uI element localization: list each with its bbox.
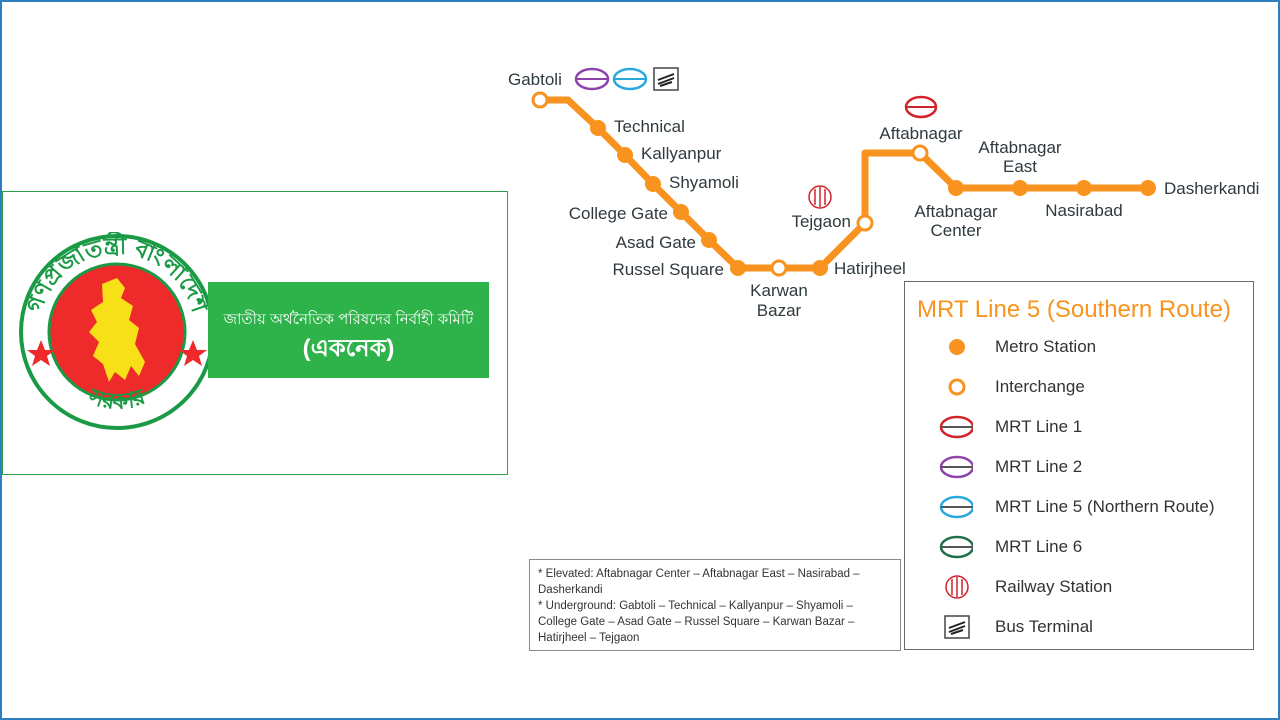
metro-station-icon <box>949 339 965 355</box>
mrt-line-6-icon <box>939 535 973 559</box>
station-kallyanpur[interactable] <box>617 147 633 163</box>
mrt-line-5-map: Gabtoli Technical Kallyanpur Shyamoli Co… <box>508 67 1259 320</box>
label-tejgaon: Tejgaon <box>791 212 851 231</box>
station-technical[interactable] <box>590 120 606 136</box>
mrt-line-1-icon <box>904 95 938 119</box>
mrt-line-5-north-icon <box>612 67 648 91</box>
station-aftabnagar-center[interactable] <box>948 180 964 196</box>
station-shyamoli[interactable] <box>645 176 661 192</box>
ecnec-title-band: জাতীয় অর্থনৈতিক পরিষদের নির্বাহী কমিটি … <box>208 282 489 378</box>
route-notes: * Elevated: Aftabnagar Center – Aftabnag… <box>529 559 901 651</box>
legend-item-mrt-line-5-northern: MRT Line 5 (Northern Route) <box>933 492 1243 522</box>
legend-item-mrt-line-1: MRT Line 1 <box>933 412 1243 442</box>
mrt-line-2-icon <box>574 67 610 91</box>
legend-item-interchange: Interchange <box>933 372 1243 402</box>
mrt-line-5-north-icon <box>939 495 973 519</box>
station-aftabnagar-east[interactable] <box>1012 180 1028 196</box>
railway-station-icon <box>808 185 832 209</box>
label-college-gate: College Gate <box>569 204 668 223</box>
label-kallyanpur: Kallyanpur <box>641 144 722 163</box>
station-hatirjheel[interactable] <box>812 260 828 276</box>
mrt-line-2-icon <box>939 455 973 479</box>
bus-terminal-icon <box>944 615 970 639</box>
note-underground: * Underground: Gabtoli – Technical – Kal… <box>538 600 855 644</box>
note-elevated: * Elevated: Aftabnagar Center – Aftabnag… <box>538 568 860 596</box>
station-asad-gate[interactable] <box>701 232 717 248</box>
label-nasirabad: Nasirabad <box>1045 201 1123 220</box>
station-nasirabad[interactable] <box>1076 180 1092 196</box>
legend-item-metro-station: Metro Station <box>933 332 1243 362</box>
legend-title: MRT Line 5 (Southern Route) <box>917 296 1231 323</box>
station-dasherkandi[interactable] <box>1140 180 1156 196</box>
station-college-gate[interactable] <box>673 204 689 220</box>
label-asad-gate: Asad Gate <box>616 233 696 252</box>
interchange-icon <box>948 378 966 396</box>
label-hatirjheel: Hatirjheel <box>834 259 906 278</box>
station-russel-square[interactable] <box>730 260 746 276</box>
label-shyamoli: Shyamoli <box>669 173 739 192</box>
map-legend: MRT Line 5 (Southern Route) Metro Statio… <box>904 281 1254 650</box>
bus-terminal-icon <box>653 67 679 91</box>
label-gabtoli: Gabtoli <box>508 70 562 89</box>
ecnec-full-name: জাতীয় অর্থনৈতিক পরিষদের নির্বাহী কমিটি <box>223 311 474 328</box>
label-aftabnagar: Aftabnagar <box>879 124 963 143</box>
station-gabtoli[interactable] <box>531 91 549 109</box>
ecnec-banner: গণপ্রজাতন্ত্রী বাংলাদেশ সরকার জাতীয় অর্… <box>2 191 508 475</box>
ecnec-short-name: (একনেক) <box>302 335 395 362</box>
government-seal-icon: গণপ্রজাতন্ত্রী বাংলাদেশ সরকার <box>19 232 215 430</box>
label-dasherkandi: Dasherkandi <box>1164 179 1259 198</box>
legend-item-mrt-line-2: MRT Line 2 <box>933 452 1243 482</box>
station-aftabnagar[interactable] <box>911 144 929 162</box>
railway-station-icon <box>945 575 969 599</box>
mrt-line-1-icon <box>939 415 973 439</box>
legend-item-railway-station: Railway Station <box>933 572 1243 602</box>
station-tejgaon[interactable] <box>856 214 874 232</box>
legend-item-mrt-line-6: MRT Line 6 <box>933 532 1243 562</box>
label-technical: Technical <box>614 117 685 136</box>
station-karwan-bazar[interactable] <box>770 259 788 277</box>
label-russel-square: Russel Square <box>612 260 724 279</box>
legend-item-bus-terminal: Bus Terminal <box>933 612 1243 642</box>
